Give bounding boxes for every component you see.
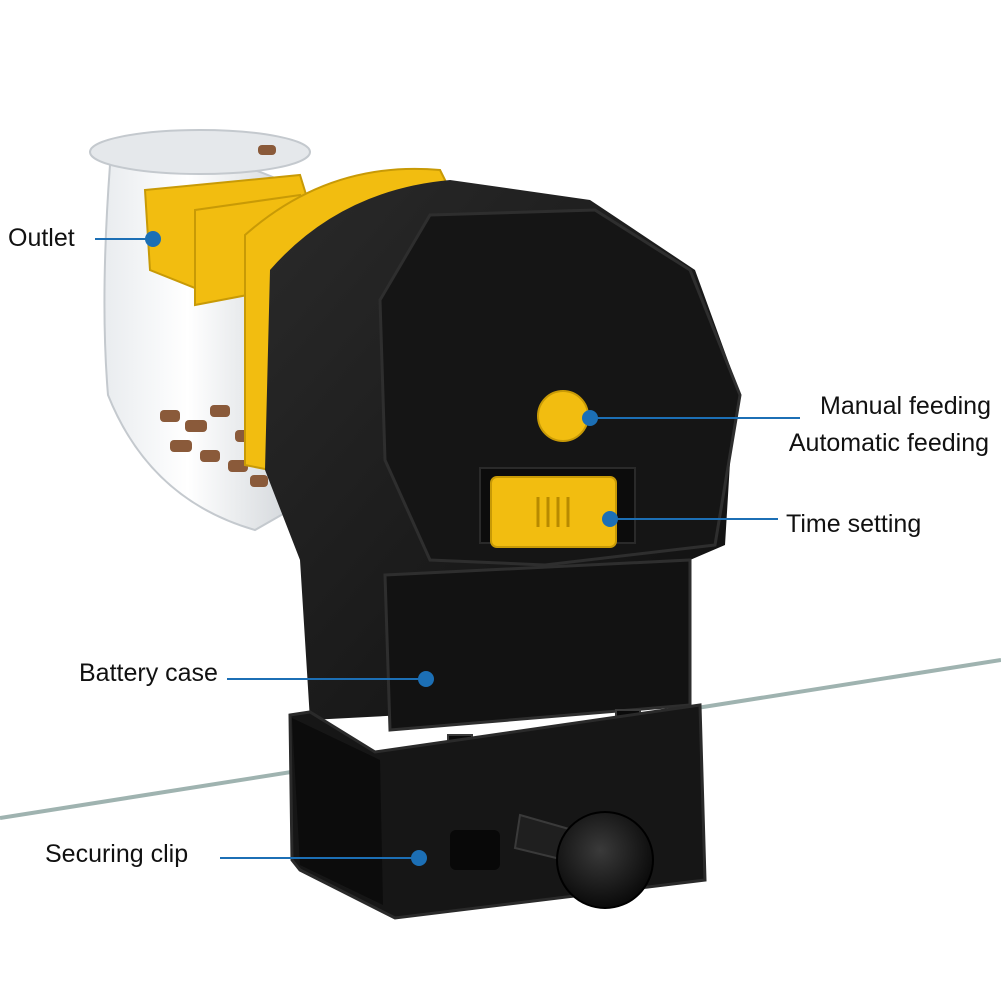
leader-lines: [95, 238, 800, 859]
battery-case-dot: [418, 671, 434, 687]
securing-clip-dot: [411, 850, 427, 866]
callout-dots: [145, 231, 618, 866]
food-container: [89, 129, 322, 532]
feeder-body: [265, 180, 742, 754]
label-battery-case: Battery case: [79, 659, 218, 687]
time-setting-dot: [602, 511, 618, 527]
label-automatic-feeding: Automatic feeding: [788, 429, 989, 457]
outlet-dot: [145, 231, 161, 247]
label-manual-feeding: Manual feeding: [820, 392, 991, 420]
label-securing-clip: Securing clip: [45, 840, 189, 868]
manual-feed-button: [537, 390, 589, 442]
time-setting-slider: [479, 467, 636, 548]
clip-knob: [556, 811, 654, 909]
securing-clip: [288, 703, 707, 920]
manual-feeding-dot: [582, 410, 598, 426]
label-time-setting: Time setting: [786, 510, 922, 538]
label-outlet: Outlet: [8, 224, 75, 252]
